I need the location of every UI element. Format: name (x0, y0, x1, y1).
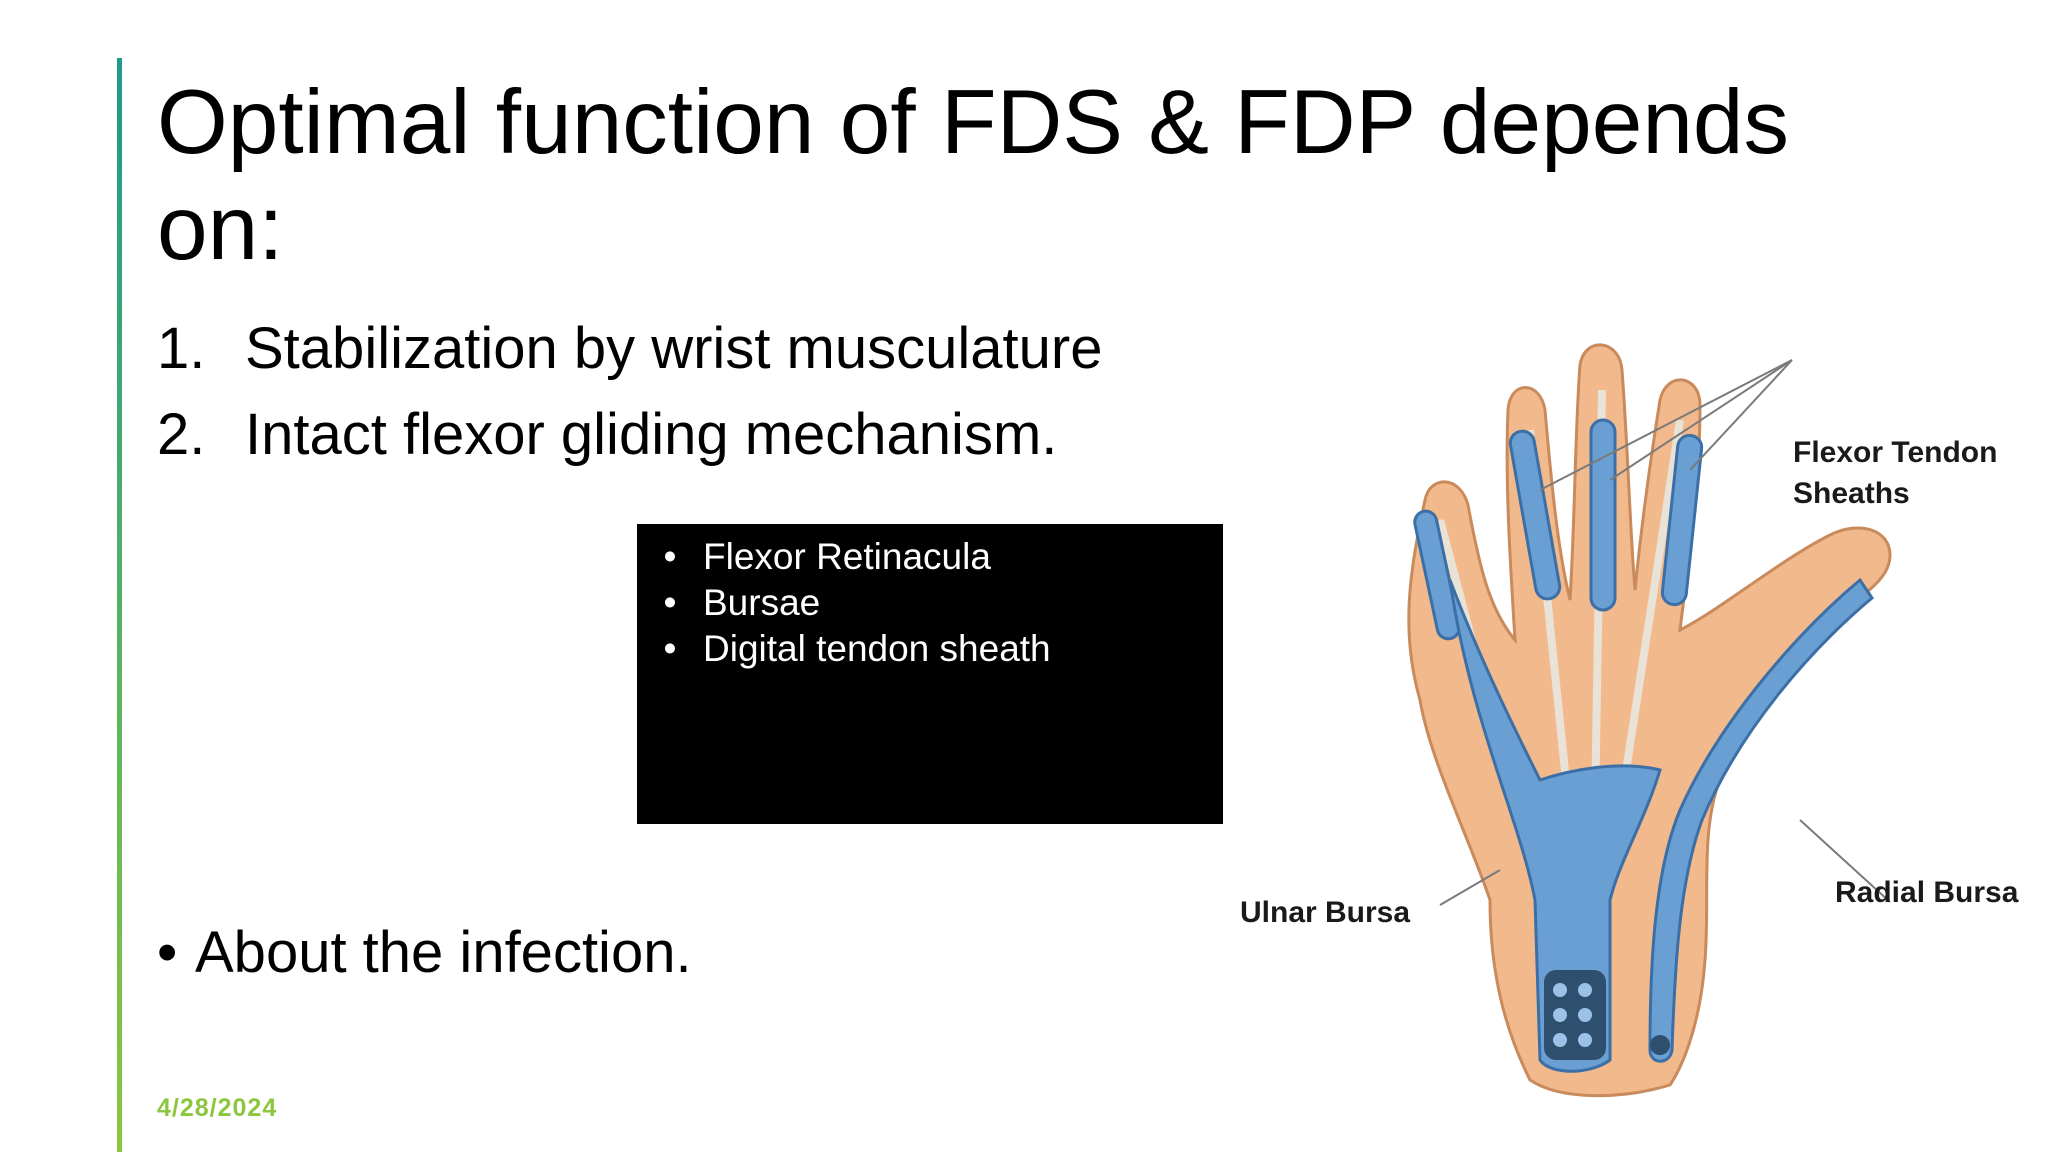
numbered-item: 1. Stabilization by wrist musculature (157, 306, 1102, 392)
slide-date: 4/28/2024 (157, 1094, 278, 1122)
digital-sheaths (1413, 418, 1704, 641)
ulnar-bursa-shape (1448, 579, 1662, 1073)
numbered-item: 2. Intact flexor gliding mechanism. (157, 392, 1102, 478)
item-text: Intact flexor gliding mechanism. (245, 402, 1058, 467)
box-list: • Flexor Retinacula • Bursae • Digital t… (637, 524, 1223, 672)
carpal-tunnel-detail (1544, 970, 1670, 1060)
infection-bullet-text: About the infection. (195, 920, 692, 985)
box-list-item: • Flexor Retinacula (637, 534, 1223, 580)
hand-anatomy-figure: Flexor Tendon Sheaths Ulnar Bursa Radial… (1240, 340, 2030, 1100)
label-flexor-tendon-2: Sheaths (1793, 477, 1910, 510)
box-item-text: Flexor Retinacula (703, 536, 991, 577)
accent-bar (117, 58, 122, 1152)
slide-title: Optimal function of FDS & FDP depends on… (157, 72, 1790, 279)
box-item-text: Digital tendon sheath (703, 628, 1051, 669)
bullet-icon: • (663, 628, 677, 669)
bullet-icon: • (663, 536, 677, 577)
item-number: 1. (157, 316, 206, 381)
bullet-icon: • (663, 582, 677, 623)
infection-bullet: • About the infection. (157, 918, 692, 988)
box-item-text: Bursae (703, 582, 821, 623)
bullet-icon: • (157, 920, 178, 985)
label-radial-bursa: Radial Bursa (1835, 876, 2019, 909)
item-text: Stabilization by wrist musculature (245, 316, 1103, 381)
box-list-item: • Digital tendon sheath (637, 626, 1223, 672)
gliding-mechanism-box: • Flexor Retinacula • Bursae • Digital t… (637, 524, 1223, 824)
radial-bursa-shape (1648, 577, 1874, 1063)
label-ulnar-bursa: Ulnar Bursa (1240, 896, 1410, 929)
label-flexor-tendon-1: Flexor Tendon (1793, 436, 1997, 469)
leader-lines (1439, 359, 1891, 906)
hand-illustration: Flexor Tendon Sheaths Ulnar Bursa Radial… (1240, 343, 2019, 1098)
item-number: 2. (157, 402, 206, 467)
numbered-list: 1. Stabilization by wrist musculature 2.… (157, 306, 1102, 478)
box-list-item: • Bursae (637, 580, 1223, 626)
